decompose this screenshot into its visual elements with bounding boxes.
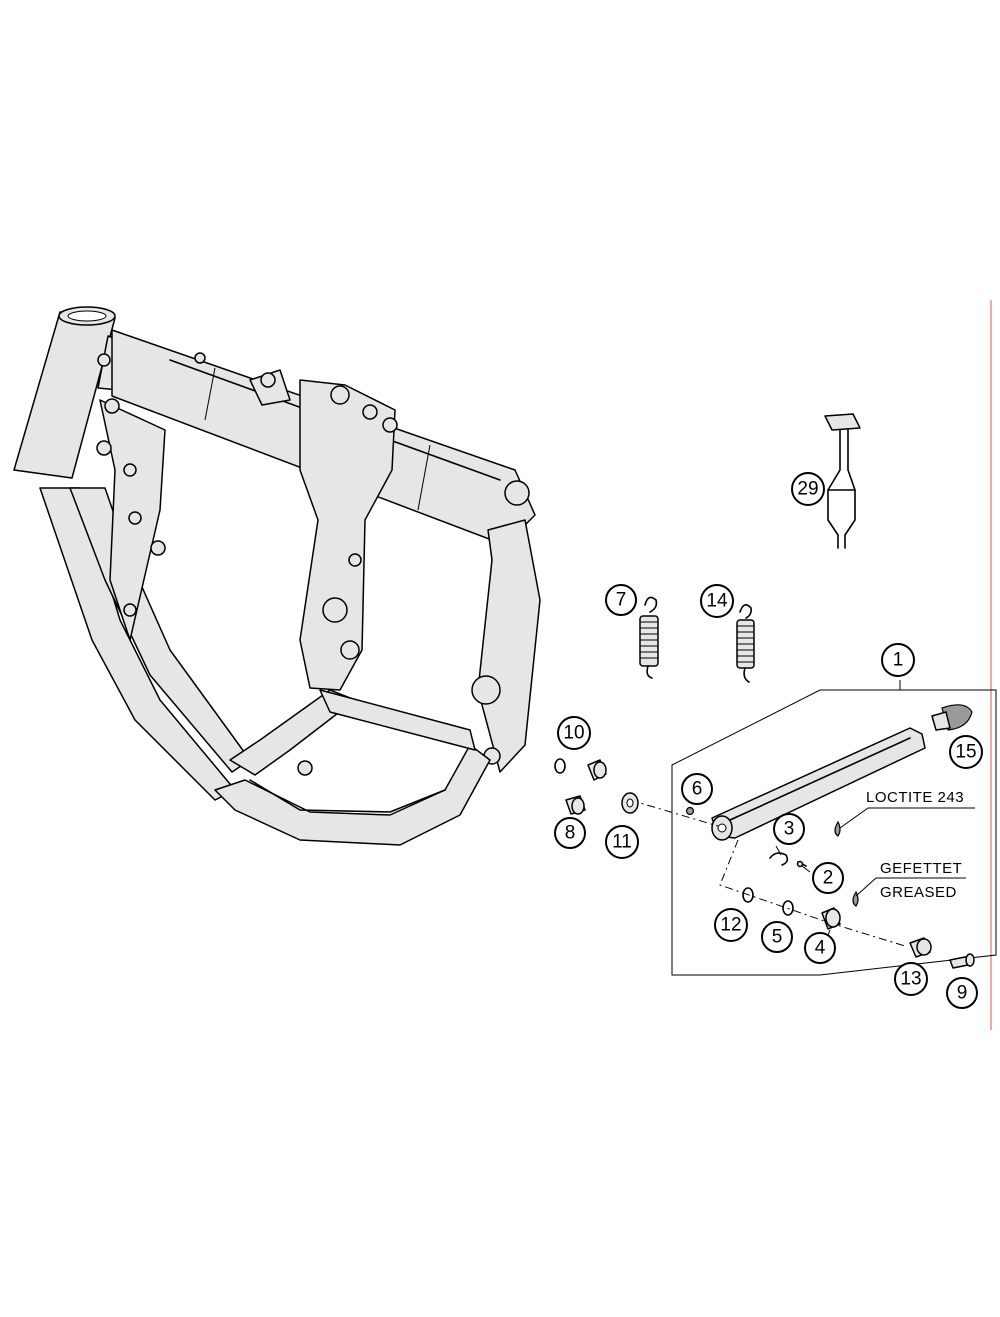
svg-text:6: 6 (692, 779, 703, 800)
small-parts (554, 758, 975, 969)
side-stand-kit-outline (671, 680, 997, 976)
callout-6: 6 (681, 773, 713, 805)
callout-29: 29 (791, 472, 825, 506)
svg-text:8: 8 (565, 823, 576, 844)
svg-text:12: 12 (720, 915, 741, 936)
part-15-stand-foot (931, 704, 973, 731)
svg-text:14: 14 (706, 591, 728, 612)
callout-14: 14 (700, 584, 734, 618)
svg-text:1: 1 (893, 650, 904, 671)
svg-text:9: 9 (957, 983, 968, 1004)
leader-lines (775, 807, 975, 941)
side-stand-leg (711, 727, 926, 841)
svg-text:3: 3 (784, 819, 795, 840)
svg-text:15: 15 (955, 742, 976, 763)
axis-line-lower (719, 839, 906, 947)
note-greased: GREASED (880, 884, 957, 901)
part-29-tool (824, 413, 861, 549)
callout-8: 8 (554, 817, 586, 849)
callout-5: 5 (761, 921, 793, 953)
callout-4: 4 (804, 932, 836, 964)
callout-11: 11 (605, 825, 639, 859)
svg-text:11: 11 (612, 832, 632, 853)
callout-13: 13 (894, 962, 928, 996)
spring-14 (736, 604, 755, 683)
axis-line-upper (629, 799, 719, 827)
callout-12: 12 (714, 908, 748, 942)
callout-2: 2 (812, 862, 844, 894)
callout-1: 1 (881, 643, 915, 677)
svg-text:2: 2 (823, 868, 834, 889)
callout-15: 15 (949, 735, 983, 769)
callout-7: 7 (605, 584, 637, 616)
svg-text:10: 10 (563, 723, 584, 744)
callout-10: 10 (557, 716, 591, 750)
svg-text:4: 4 (815, 938, 826, 959)
note-loctite: LOCTITE 243 (866, 789, 964, 806)
note-gefettet: GEFETTET (880, 860, 962, 877)
svg-text:7: 7 (616, 590, 627, 611)
callout-3: 3 (773, 813, 805, 845)
svg-text:29: 29 (797, 479, 818, 500)
svg-text:5: 5 (772, 927, 783, 948)
spring-7 (639, 596, 659, 679)
svg-text:13: 13 (900, 969, 921, 990)
callout-9: 9 (946, 977, 978, 1009)
motorcycle-frame (13, 306, 541, 846)
